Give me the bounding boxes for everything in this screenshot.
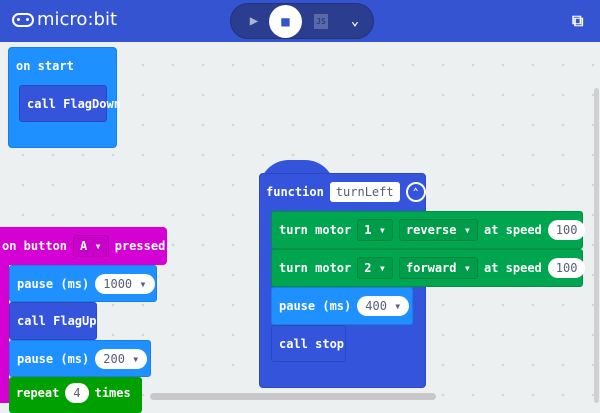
horizontal-scrollbar[interactable] bbox=[150, 393, 436, 400]
direction-dropdown[interactable]: forward ▾ bbox=[398, 257, 478, 279]
pause-input[interactable]: 400 ▾ bbox=[357, 296, 410, 316]
function-keyword: function bbox=[266, 185, 324, 199]
repeat-block[interactable]: repeat 4 times bbox=[9, 377, 142, 413]
chevron-down-icon[interactable]: ⌄ bbox=[350, 13, 360, 29]
microbit-icon bbox=[12, 12, 34, 27]
call-flagup-block[interactable]: call FlagUp bbox=[9, 302, 97, 340]
motor-dropdown[interactable]: 1 ▾ bbox=[357, 219, 393, 241]
function-header: function turnLeft ⌃ bbox=[259, 176, 426, 208]
call-label: call FlagUp bbox=[17, 314, 97, 328]
js-button[interactable]: JS bbox=[304, 4, 338, 38]
block-label: on button bbox=[2, 239, 68, 253]
logo-text: micro:bit bbox=[37, 9, 117, 30]
direction-dropdown[interactable]: reverse ▾ bbox=[398, 219, 478, 241]
block-label: at speed bbox=[483, 223, 542, 237]
block-label: pause (ms) bbox=[279, 299, 352, 313]
block-label: turn motor bbox=[279, 261, 352, 275]
external-link-icon[interactable]: ⧉ bbox=[572, 11, 584, 30]
motor-dropdown[interactable]: 2 ▾ bbox=[357, 257, 393, 279]
block-label: repeat bbox=[16, 386, 60, 400]
turn-motor-block[interactable]: turn motor 2 ▾ forward ▾ at speed 100 bbox=[271, 249, 586, 287]
pause-input[interactable]: 200 ▾ bbox=[95, 348, 148, 369]
button-dropdown[interactable]: A ▾ bbox=[73, 235, 109, 257]
speed-input[interactable]: 100 bbox=[547, 220, 586, 240]
block-label: turn motor bbox=[279, 223, 352, 237]
pause-block[interactable]: pause (ms) 200 ▾ bbox=[9, 340, 151, 377]
pause-block[interactable]: pause (ms) 400 ▾ bbox=[271, 287, 413, 325]
collapse-icon[interactable]: ⌃ bbox=[405, 182, 426, 202]
on-start-label: on start bbox=[16, 59, 74, 73]
block-label: pressed bbox=[114, 239, 166, 253]
pause-input[interactable]: 1000 ▾ bbox=[95, 273, 155, 294]
repeat-count-input[interactable]: 4 bbox=[65, 383, 89, 403]
play-icon[interactable]: ▶ bbox=[249, 13, 259, 29]
vertical-scrollbar[interactable] bbox=[594, 88, 599, 403]
call-label: call stop bbox=[279, 336, 345, 351]
call-flagdown-block[interactable]: call FlagDown bbox=[19, 85, 121, 122]
call-label: call FlagDown bbox=[27, 96, 121, 111]
editor-toggle: ▶ ■ JS ⌄ bbox=[230, 3, 374, 39]
on-button-pressed-block[interactable]: on button A ▾ pressed bbox=[0, 227, 167, 265]
call-stop-block[interactable]: call stop bbox=[271, 325, 346, 362]
microbit-logo[interactable]: micro:bit bbox=[12, 9, 117, 30]
function-name-input[interactable]: turnLeft bbox=[329, 182, 400, 202]
header: micro:bit ▶ ■ JS ⌄ ⧉ bbox=[0, 0, 600, 42]
block-label: pause (ms) bbox=[17, 276, 90, 291]
block-label: pause (ms) bbox=[17, 351, 90, 366]
block-label: times bbox=[94, 386, 131, 400]
on-button-spine bbox=[0, 227, 9, 403]
block-label: at speed bbox=[483, 261, 542, 275]
turn-motor-block[interactable]: turn motor 1 ▾ reverse ▾ at speed 100 bbox=[271, 211, 586, 249]
speed-input[interactable]: 100 bbox=[547, 258, 586, 278]
puzzle-icon[interactable]: ■ bbox=[269, 5, 302, 38]
pause-block[interactable]: pause (ms) 1000 ▾ bbox=[9, 265, 157, 302]
